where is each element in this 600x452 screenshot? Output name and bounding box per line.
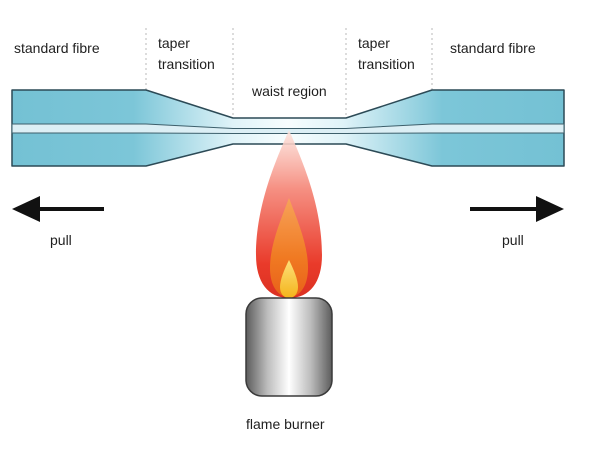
section-dividers [145, 28, 433, 118]
label-taper-right-line2: transition [358, 56, 415, 72]
flame-icon [256, 130, 322, 298]
label-taper-right-line1: taper [358, 35, 390, 51]
label-taper-left-line1: taper [158, 35, 190, 51]
optical-fibre [11, 89, 565, 167]
flame-inner [280, 260, 298, 298]
label-standard-fibre-right: standard fibre [450, 40, 536, 56]
label-standard-fibre-left: standard fibre [14, 40, 100, 56]
labels: standard fibre taper transition waist re… [14, 35, 536, 432]
label-waist-region: waist region [251, 83, 327, 99]
label-pull-left: pull [50, 232, 72, 248]
burner-body [245, 297, 333, 397]
arrow-left-icon [12, 196, 104, 222]
label-flame-burner: flame burner [246, 416, 325, 432]
label-pull-right: pull [502, 232, 524, 248]
burner-icon [245, 297, 333, 397]
fibre-core [11, 123, 565, 134]
flame-middle [270, 198, 308, 297]
label-taper-left-line2: transition [158, 56, 215, 72]
arrow-right-icon [470, 196, 564, 222]
